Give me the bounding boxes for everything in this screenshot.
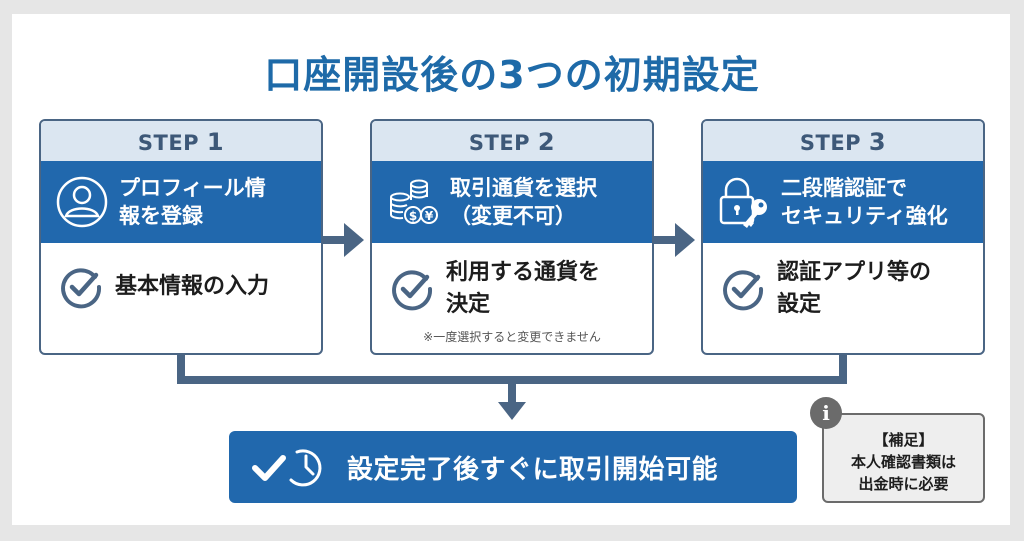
step-header: STEP 2 — [372, 121, 652, 161]
step-label: STEP — [468, 131, 531, 155]
info-icon: i — [810, 397, 842, 429]
arrow-connector-2-3 — [654, 236, 678, 244]
step-header: STEP 1 — [41, 121, 321, 161]
page-title: 口座開設後の3つの初期設定 — [264, 53, 760, 97]
step-body: 認証アプリ等の 設定 — [703, 243, 983, 321]
step-number: 3 — [868, 128, 887, 156]
step-body-text: 基本情報の入力 — [115, 271, 269, 303]
result-label: 設定完了後すぐに取引開始可能 — [347, 454, 719, 485]
step-card-1: STEP 1 プロフィール情 報を登録 基本情報の入力 — [39, 119, 323, 355]
step-card-3: STEP 3 二段階認証で セキュリティ強化 認証アプリ等の 設定 — [701, 119, 985, 355]
arrow-right-icon — [675, 223, 695, 257]
bracket-stem — [508, 383, 516, 403]
info-line: 出金時に必要 — [858, 475, 949, 493]
bracket-bar — [177, 376, 847, 384]
step-header: STEP 3 — [703, 121, 983, 161]
info-note-box: 【補足】 本人確認書類は 出金時に必要 — [822, 413, 985, 503]
step-body-line: 設定 — [777, 292, 822, 317]
arrow-connector-1-2 — [323, 236, 347, 244]
step-title: 取引通貨を選択 （変更不可） — [450, 174, 597, 230]
step-note: ※一度選択すると変更できません — [423, 330, 601, 344]
step-body-text: 認証アプリ等の 設定 — [777, 257, 931, 321]
result-banner: 設定完了後すぐに取引開始可能 — [229, 431, 797, 503]
step-title-band: プロフィール情 報を登録 — [41, 161, 321, 243]
step-title-band: 二段階認証で セキュリティ強化 — [703, 161, 983, 243]
step-title: プロフィール情 報を登録 — [119, 174, 266, 230]
step-title-line: セキュリティ強化 — [781, 204, 948, 228]
step-body: 基本情報の入力 — [41, 243, 321, 309]
bracket-right-leg — [839, 355, 847, 383]
step-title-line: 取引通貨を選択 — [450, 176, 597, 200]
step-body-line: 決定 — [446, 292, 491, 317]
arrow-right-icon — [344, 223, 364, 257]
coins-currency-icon: $ ¥ — [390, 179, 438, 224]
step-number: 1 — [206, 128, 225, 156]
step-title: 二段階認証で セキュリティ強化 — [781, 174, 948, 230]
svg-text:$: $ — [409, 209, 417, 223]
step-title-line: プロフィール情 — [119, 176, 266, 200]
check-clock-icon — [252, 449, 322, 487]
step-title-line: （変更不可） — [450, 204, 576, 228]
arrow-down-icon — [498, 402, 526, 420]
bracket-left-leg — [177, 355, 185, 383]
check-circle-icon — [723, 270, 764, 311]
info-line: 本人確認書類は — [850, 453, 956, 471]
step-title-band: $ ¥ 取引通貨を選択 （変更不可） — [372, 161, 652, 243]
step-body-line: 認証アプリ等の — [777, 260, 932, 285]
check-circle-icon — [392, 270, 433, 311]
info-heading: 【補足】 — [873, 431, 934, 449]
step-number: 2 — [537, 128, 556, 156]
step-title-line: 二段階認証で — [781, 176, 907, 200]
step-label: STEP — [799, 131, 862, 155]
step-body-text: 利用する通貨を 決定 — [446, 257, 600, 321]
step-body-line: 利用する通貨を — [446, 260, 601, 285]
step-label: STEP — [137, 131, 200, 155]
user-profile-icon — [56, 176, 108, 228]
lock-key-icon — [719, 177, 767, 228]
svg-text:¥: ¥ — [425, 209, 434, 223]
step-title-line: 報を登録 — [119, 204, 203, 228]
step-body-line: 基本情報の入力 — [115, 274, 270, 299]
step-card-2: STEP 2 $ ¥ 取引通貨を選択 （変更不可） — [370, 119, 654, 355]
step-body: 利用する通貨を 決定 — [372, 243, 652, 321]
check-circle-icon — [61, 268, 102, 309]
